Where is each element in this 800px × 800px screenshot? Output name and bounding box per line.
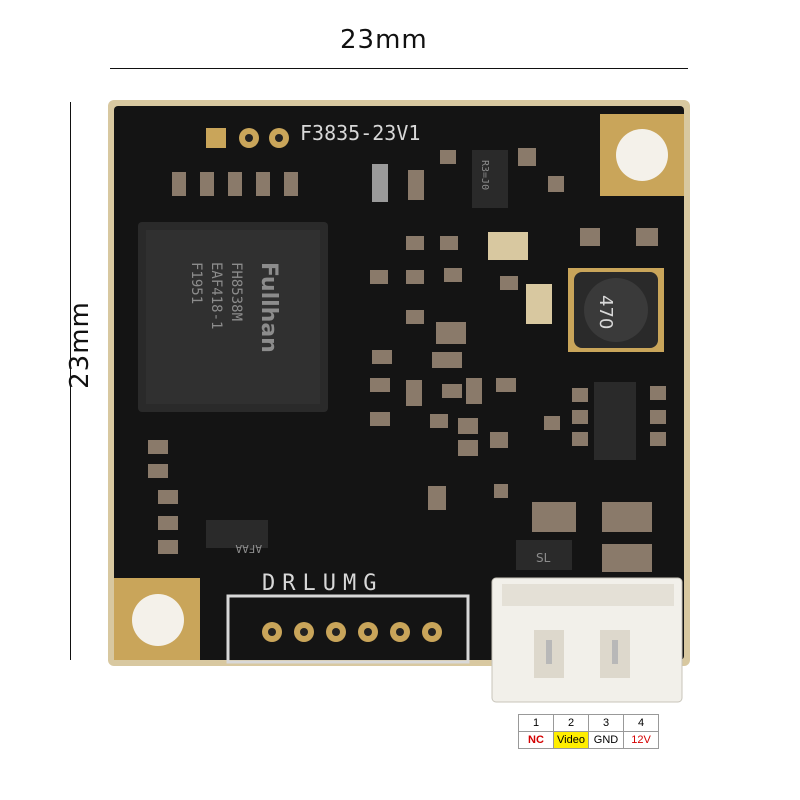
- pin-number-2: 2: [553, 714, 589, 732]
- right-ic: [594, 382, 636, 460]
- regulator-text: R3=J0: [479, 160, 490, 190]
- pin-header-pads: [262, 622, 442, 642]
- pin-name-video: Video: [553, 731, 589, 749]
- white-connector: [491, 577, 683, 703]
- power-inductor: 470: [568, 268, 664, 352]
- pin-name-nc: NC: [518, 731, 554, 749]
- pin-number-4: 4: [623, 714, 659, 732]
- mount-hole-bottom-left: [114, 578, 200, 660]
- pin-name-gnd: GND: [588, 731, 624, 749]
- width-dimension-label: 23mm: [340, 25, 428, 55]
- connector-pinout-table: 1 2 3 4 NC Video GND 12V: [518, 714, 659, 749]
- width-dimension-line: [110, 68, 688, 69]
- chip-line-3: F1951: [188, 262, 204, 304]
- chip-line-2: EAF418-1: [208, 262, 224, 329]
- board-model-silkscreen: F3835-23V1: [300, 121, 420, 145]
- sl-diode-text: SL: [536, 551, 551, 565]
- pin-name-12v: 12V: [623, 731, 659, 749]
- mount-hole-top-right: [600, 114, 684, 196]
- pin-header-outline: [226, 594, 470, 664]
- inductor-value-text: 470: [595, 295, 616, 329]
- top-test-pads: [206, 128, 289, 148]
- smd-components: [148, 148, 666, 572]
- regulator-chip: [472, 150, 508, 208]
- small-ic-text: AFAA: [235, 542, 262, 555]
- pin-number-1: 1: [518, 714, 554, 732]
- pin-header-label: DRLUMG: [262, 571, 383, 596]
- height-dimension-line: [70, 102, 71, 660]
- chip-brand-text: Fullhan: [256, 262, 281, 353]
- main-soc-chip: Fullhan FH8538M EAF418-1 F1951: [138, 222, 328, 412]
- small-ic: [206, 520, 268, 548]
- sl-diode: [516, 540, 572, 570]
- chip-line-1: FH8538M: [228, 262, 244, 321]
- pin-number-3: 3: [588, 714, 624, 732]
